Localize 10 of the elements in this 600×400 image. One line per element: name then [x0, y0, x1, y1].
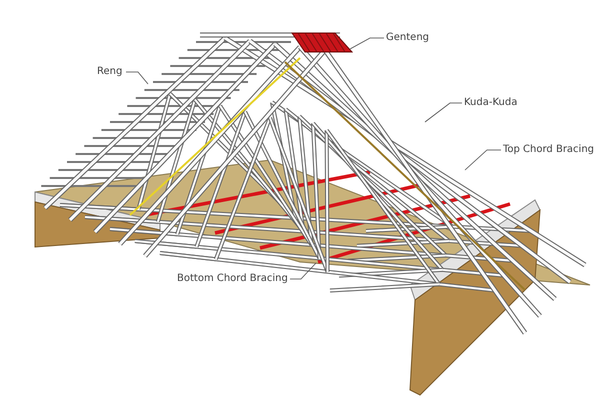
part-label: Genteng	[386, 32, 429, 44]
leader-line	[424, 102, 462, 122]
leader-line	[126, 72, 148, 84]
part-label: Top Chord Bracing	[503, 144, 594, 156]
leader-line	[290, 262, 316, 280]
part-label: Kuda-Kuda	[464, 97, 518, 109]
part-label: Reng	[97, 66, 122, 78]
leader-line	[464, 150, 502, 170]
leader-line	[350, 38, 384, 50]
part-label: Bottom Chord Bracing	[177, 273, 288, 285]
